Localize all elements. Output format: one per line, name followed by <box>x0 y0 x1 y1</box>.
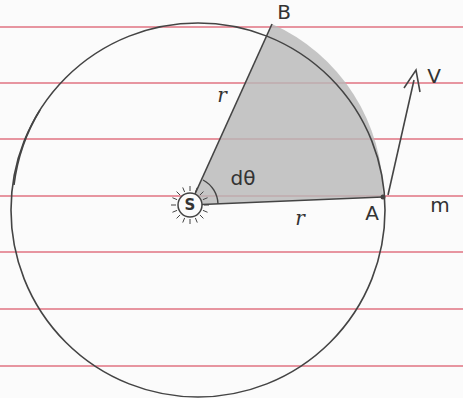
radius-line <box>190 197 383 205</box>
planet-dot <box>381 195 386 200</box>
velocity-arrow <box>388 80 414 195</box>
sun-letter: S <box>185 196 196 214</box>
radius-line <box>190 24 272 205</box>
angle-label: dθ <box>231 168 256 188</box>
radius-label: r <box>295 208 305 228</box>
point-label: A <box>365 203 379 223</box>
orbit-overstroke <box>14 110 40 185</box>
angle-arc <box>203 180 218 204</box>
swept-sector <box>190 24 383 205</box>
arrow-head <box>404 70 420 92</box>
velocity-label: V <box>427 66 441 86</box>
orbit-circle <box>11 23 385 397</box>
mass-label: m <box>430 195 449 215</box>
radius-label: r <box>217 85 227 105</box>
point-label: B <box>277 2 291 22</box>
sun-node: S <box>177 192 203 218</box>
